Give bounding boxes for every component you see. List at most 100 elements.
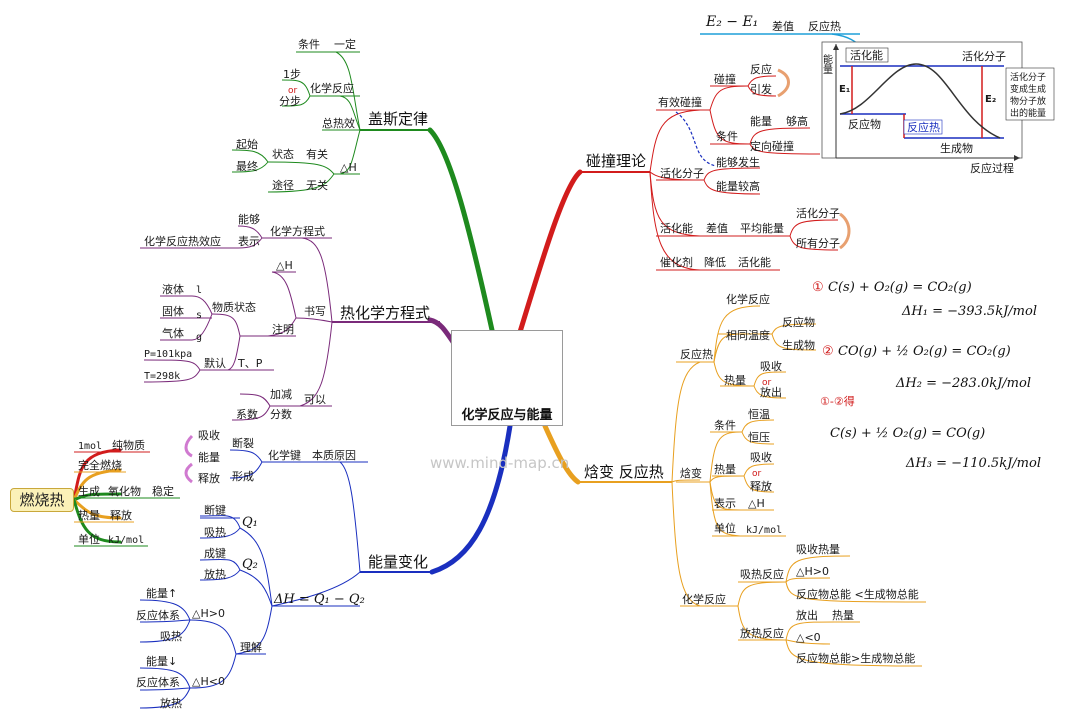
thermo-dh: △H xyxy=(276,259,293,272)
enth-same-t: 相同温度 xyxy=(726,328,770,342)
eq-dh3: ΔH₃ = −110.5kJ/mol xyxy=(905,456,1041,471)
enth-endo: 吸热反应 xyxy=(740,567,784,581)
collision-react-arrow xyxy=(777,68,790,98)
graph-x-label: 反应过程 xyxy=(970,161,1014,175)
thermo-p: P=101kpa xyxy=(144,349,192,360)
enth-unit: 单位 xyxy=(714,521,736,535)
combustion-unit: 单位 xyxy=(78,532,100,546)
energy-subtree xyxy=(139,449,368,709)
enth-exo: 放热反应 xyxy=(740,626,784,640)
thermo-fraction: 分数 xyxy=(270,408,292,421)
enth-release: 放出 xyxy=(760,385,782,399)
graph-act-mol: 活化分子 xyxy=(962,49,1006,63)
thermo-able: 能够 xyxy=(238,212,260,226)
combustion-release: 释放 xyxy=(110,508,132,522)
enth-rh: 反应热 xyxy=(680,347,713,361)
enth-endo-cmp: 反应物总能 <生成物总能 xyxy=(796,587,919,601)
combustion-subtree xyxy=(72,448,122,544)
energy-release-heat-2: 放热 xyxy=(160,696,182,710)
branch-energy xyxy=(429,423,513,575)
graph-note-1: 活化分子 xyxy=(1010,71,1046,83)
eq-dh1: ΔH₁ = −393.5kJ/mol xyxy=(901,304,1037,319)
enth-const-p: 恒压 xyxy=(748,431,770,444)
energy-absorb-heat: 吸热 xyxy=(204,526,226,539)
thermo-subtree xyxy=(140,225,333,421)
hess-related: 有关 xyxy=(306,147,328,161)
enth-absorb: 吸收 xyxy=(760,359,782,373)
thermo-liquid: 液体 xyxy=(162,282,184,296)
energy-break: 断裂 xyxy=(232,436,254,450)
thermo-heat-effect: 化学反应热效应 xyxy=(144,234,221,248)
thermo-tp: T、P xyxy=(237,357,263,370)
center-node[interactable]: 化学反应与能量 xyxy=(451,330,563,426)
collision-effective: 有效碰撞 xyxy=(658,95,702,109)
enth-hb: 焓变 xyxy=(680,466,702,480)
equations-block: ① C(s) + O₂(g) = CO₂(g) ΔH₁ = −393.5kJ/m… xyxy=(812,280,1041,471)
graph-heat: 反应热 xyxy=(907,120,940,134)
graph-act-e: 活化能 xyxy=(850,48,883,62)
enth-exo-cmp: 反应物总能>生成物总能 xyxy=(796,651,915,665)
hess-state: 状态 xyxy=(272,147,294,161)
energy-release-heat: 放热 xyxy=(204,567,226,581)
enth-dh-pos: △H>0 xyxy=(796,565,829,578)
thermo-state: 物质状态 xyxy=(212,300,256,314)
top-e2e1: E₂ − E₁ xyxy=(705,14,758,30)
enth-show: 表示 xyxy=(714,496,736,510)
enthalpy-title: 焓变 反应热 xyxy=(584,463,664,481)
thermo-equation: 化学方程式 xyxy=(270,224,325,238)
enth-or2: or xyxy=(752,469,762,479)
combustion-stable: 稳定 xyxy=(152,484,174,498)
collision-lower: 降低 xyxy=(704,255,726,269)
energy-e-up: 能量↑ xyxy=(146,586,177,600)
watermark: www.mind-map.cn xyxy=(430,454,569,472)
thermo-t: T=298k xyxy=(144,371,180,382)
enth-heat3: 热量 xyxy=(832,609,854,622)
energy-understand: 理解 xyxy=(240,640,262,654)
combustion-complete: 完全燃烧 xyxy=(78,458,122,472)
graph-e1: E₁ xyxy=(839,84,850,95)
eq-n2: ② xyxy=(822,344,834,359)
thermo-can: 可以 xyxy=(304,393,326,406)
collision-act-mol2: 活化分子 xyxy=(796,206,840,220)
energy-dh-neg: △H<0 xyxy=(192,675,225,688)
combustion-pure: 纯物质 xyxy=(112,438,145,452)
enth-dh-neg: △<0 xyxy=(796,631,821,644)
branch-collision xyxy=(517,169,583,335)
enth-or: or xyxy=(762,378,772,388)
collision-act-e2: 活化能 xyxy=(738,255,771,269)
enth-release-h: 放出 xyxy=(796,608,818,622)
graph-y-label: 能量 xyxy=(821,53,833,74)
graph-note-3: 物分子放 xyxy=(1010,95,1046,107)
eq-dh2: ΔH₂ = −283.0kJ/mol xyxy=(895,376,1031,391)
enth-chem-react2: 化学反应 xyxy=(682,592,726,606)
thermo-l: l xyxy=(196,285,202,296)
hess-or: or xyxy=(288,86,298,96)
collision-mol-arrow xyxy=(839,212,851,250)
top-diff: 差值 xyxy=(772,19,794,33)
branch-enthalpy xyxy=(542,423,581,485)
thermo-s: s xyxy=(196,310,202,321)
collision-collide: 碰撞 xyxy=(714,72,736,86)
combustion-title-box[interactable]: 燃烧热 xyxy=(10,488,74,512)
collision-enough: 够高 xyxy=(786,114,808,128)
graph-e2: E₂ xyxy=(985,94,996,105)
enth-cond: 条件 xyxy=(714,418,736,432)
energy-dh-formula: ΔH = Q₁ − Q₂ xyxy=(273,592,365,607)
hess-path: 途径 xyxy=(272,178,294,192)
enth-absorb-heat: 吸收热量 xyxy=(796,542,840,556)
collision-act-e: 活化能 xyxy=(660,221,693,235)
eq-1: C(s) + O₂(g) = CO₂(g) xyxy=(828,280,972,295)
collision-orient: 定向碰撞 xyxy=(750,139,794,153)
enth-const-t: 恒温 xyxy=(748,408,770,421)
thermo-add-sub: 加减 xyxy=(270,388,292,401)
energy-title: 能量变化 xyxy=(368,553,428,571)
collision-high-e: 能量较高 xyxy=(716,179,760,193)
graph-react: 反应物 xyxy=(848,117,881,131)
collision-can-happen: 能够发生 xyxy=(716,155,760,169)
enth-product: 生成物 xyxy=(782,338,815,352)
hess-step1: 1步 xyxy=(283,68,301,81)
energy-essence: 本质原因 xyxy=(312,448,356,462)
hess-cond: 条件 xyxy=(298,37,320,51)
collision-trigger: 引发 xyxy=(750,82,772,96)
hess-dh: △H xyxy=(340,161,357,174)
